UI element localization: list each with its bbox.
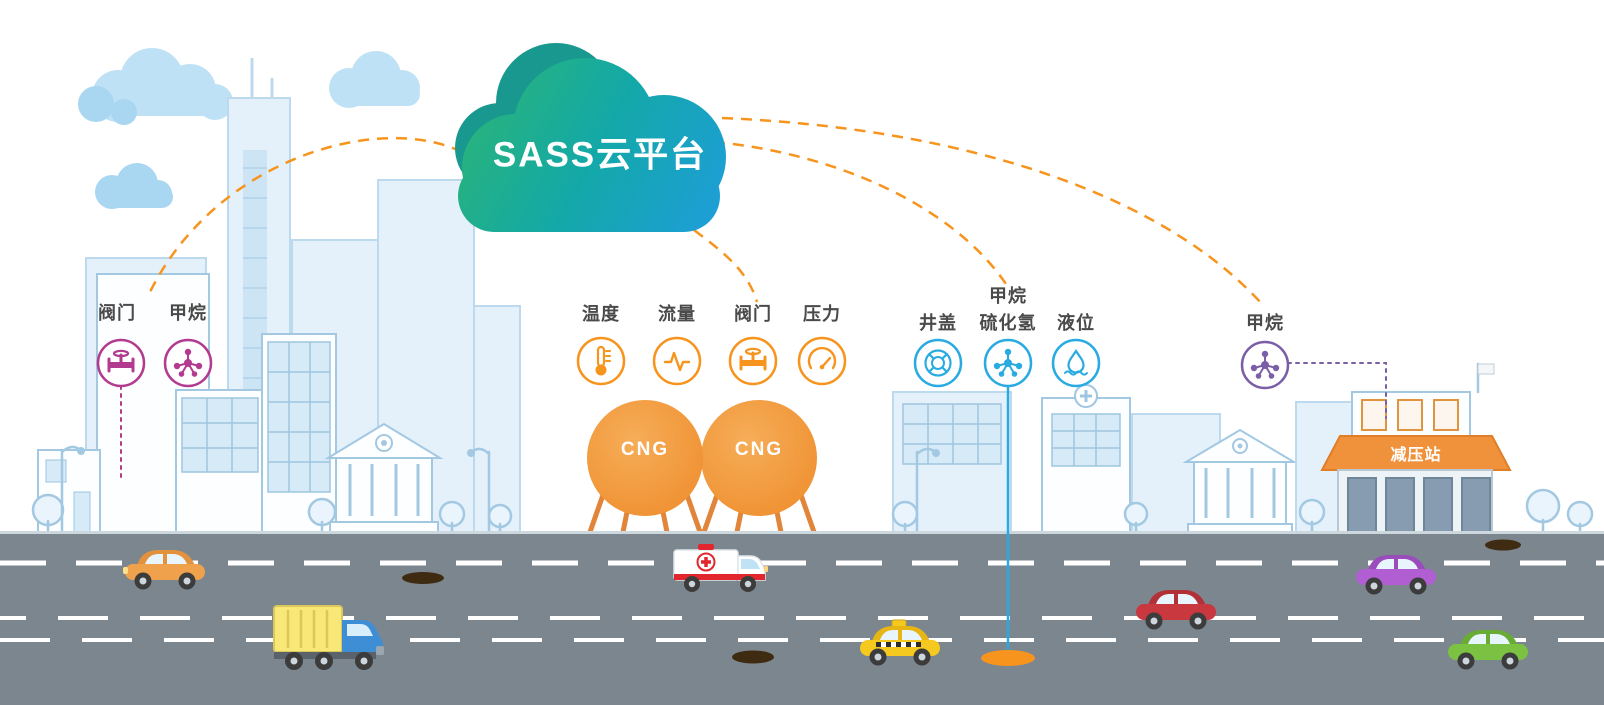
vehicle-truck (273, 605, 384, 670)
cross-icon (1080, 390, 1092, 402)
sensor-label-methane-pipeline: 甲烷 (989, 286, 1027, 306)
hospital-building (1041, 384, 1131, 534)
sensor-label-level: 液位 (1057, 313, 1095, 333)
station-door (1347, 477, 1377, 534)
bank-building (1182, 428, 1298, 534)
link-to-station-sensor (721, 116, 1263, 305)
cloud-platform-title: SASS云平台 (492, 135, 708, 175)
vehicle-car-purple (1356, 555, 1436, 595)
thermometer-icon (576, 336, 626, 386)
street-lamp (467, 447, 491, 535)
light-bar (698, 544, 714, 550)
window-grid (267, 341, 331, 493)
sensor-label-h2s: 硫化氢 (979, 313, 1037, 333)
sensor-label-manhole: 井盖 (919, 313, 957, 333)
valve-icon (728, 336, 778, 386)
window-grid (902, 403, 1002, 465)
station-drop-line (1287, 362, 1387, 419)
vehicle-car-orange (123, 550, 205, 590)
manhole-icon (913, 338, 963, 388)
link-to-cng-sensors (693, 229, 759, 303)
cng-tank-left (587, 400, 703, 516)
valve-icon (96, 338, 146, 388)
tree (1566, 500, 1594, 528)
cng-tank-left-label: CNG (620, 439, 670, 460)
sky-cloud-mid (329, 51, 420, 108)
vehicle-taxi (860, 619, 940, 666)
sass-cloud (455, 43, 726, 232)
link-to-city-sensors (146, 136, 463, 297)
vehicle-car-green (1448, 630, 1528, 670)
molecule-icon (983, 338, 1033, 388)
sensor-label-methane-city: 甲烷 (169, 303, 207, 323)
sensor-label-pressure: 压力 (803, 304, 841, 324)
sky-cloud-left-shade (78, 86, 137, 125)
sky-cloud-small (95, 163, 173, 209)
flow-icon (652, 336, 702, 386)
gas-leak-spot (981, 650, 1035, 666)
street-lamp (915, 447, 940, 535)
window-grid (181, 397, 259, 473)
red-cross-icon (701, 557, 711, 567)
cng-tank-right (701, 400, 817, 516)
cloud-connection-lines (146, 116, 1263, 305)
link-to-pipeline-sensors (713, 140, 1008, 285)
manhole-covers (402, 539, 1521, 664)
molecule-icon (1240, 340, 1290, 390)
station-door (1385, 477, 1415, 534)
right-city-skyline (891, 384, 1353, 535)
tree (891, 500, 919, 528)
tree (1123, 501, 1149, 527)
sensor-label-flow: 流量 (658, 304, 696, 324)
sensor-label-valve-city: 阀门 (98, 303, 136, 323)
pressure-station-label: 减压站 (1390, 447, 1442, 464)
station-door (1423, 477, 1453, 534)
gauge-icon (797, 336, 847, 386)
vehicles (123, 544, 1528, 670)
bank-building (324, 422, 444, 534)
cng-tank-right-label: CNG (734, 439, 784, 460)
checker-band (876, 642, 921, 647)
vehicle-ambulance (673, 544, 768, 592)
cng-tanks (587, 400, 817, 535)
water-level-icon (1051, 338, 1101, 388)
station-door (1461, 477, 1491, 534)
sensor-label-methane-station: 甲烷 (1246, 313, 1284, 333)
sensor-label-temperature: 温度 (582, 304, 620, 324)
molecule-icon (163, 338, 213, 388)
sensor-label-valve-cng: 阀门 (734, 304, 772, 324)
road (0, 531, 1604, 705)
street-lamp (60, 445, 85, 535)
left-city-skyline (31, 58, 521, 535)
vehicle-car-red (1136, 590, 1216, 630)
tree (1298, 498, 1326, 526)
pressure-reduction-station (1320, 362, 1594, 535)
flag (1477, 363, 1495, 375)
tree (1525, 488, 1561, 524)
